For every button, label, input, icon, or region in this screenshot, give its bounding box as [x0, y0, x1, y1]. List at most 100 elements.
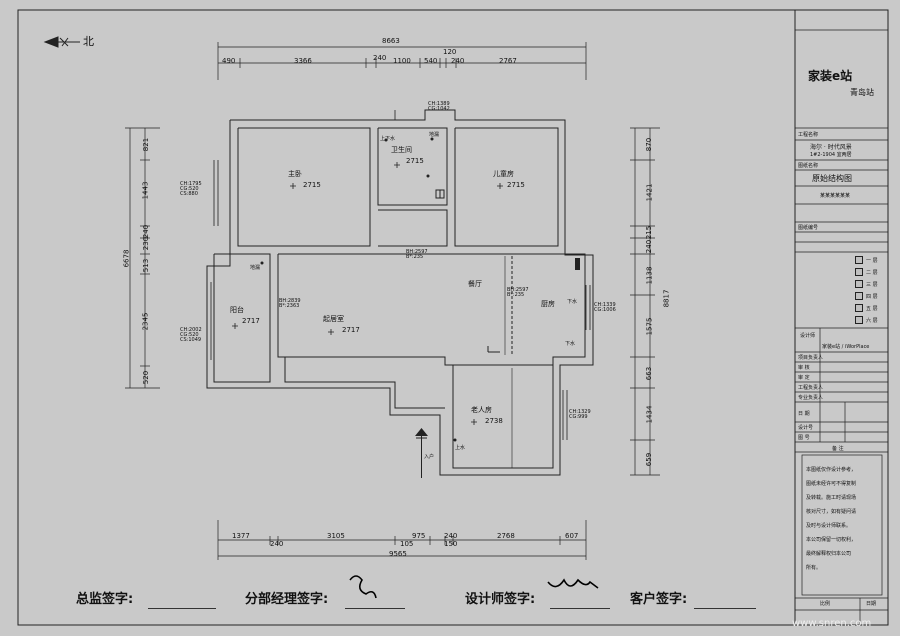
project-address: 1#2-1904 宜两居 [810, 152, 852, 158]
title-row: 审 定 [798, 375, 810, 381]
note-line: 本公司保留一切权利， [806, 537, 857, 543]
dim-right: 215 [645, 225, 654, 240]
sig-director-label: 总监签字: [76, 592, 134, 607]
company-logo: 家装e站 [808, 69, 853, 83]
title-block-lines [795, 29, 888, 625]
title-row: 项目负责人 [798, 355, 824, 361]
legend-box [855, 304, 863, 312]
code-label: 图纸编号 [798, 225, 819, 231]
room-kitchen: 厨房 [541, 300, 555, 308]
manager-signature [349, 575, 377, 599]
north-label: 北 [83, 35, 94, 48]
sig-client-line [694, 608, 756, 609]
dim-top: 1100 [393, 57, 411, 65]
height-markers [232, 162, 503, 425]
dimension-lines [125, 42, 660, 560]
drawing-label: 图纸名称 [798, 163, 819, 169]
scale-note: 某某某某某某 [820, 193, 851, 199]
dim-left-total: 6678 [122, 249, 131, 268]
legend-box [855, 292, 863, 300]
height-kids: 2715 [507, 181, 525, 189]
note-entrance: 入户 [424, 454, 435, 460]
note-line: 所有。 [806, 565, 822, 571]
note-window-master: CH:1795 CG:520 CS:880 [180, 181, 202, 197]
room-balcony: 阳台 [230, 306, 244, 314]
height-bath: 2715 [406, 157, 424, 165]
dim-left: 513 [142, 258, 151, 273]
note-line: 本图纸仅作设计参考， [806, 467, 857, 473]
sig-manager-line [345, 608, 405, 609]
dim-top: 490 [222, 57, 236, 65]
dim-bottom: 2768 [497, 532, 515, 540]
note-title: 备 注 [832, 446, 844, 452]
note-line: 图纸未经许可不得复制 [806, 481, 857, 487]
dim-bottom: 3105 [327, 532, 345, 540]
note-window-elder: CH:1329 CG:999 [569, 409, 591, 420]
note-down-water-kitchen: 下水 [567, 299, 578, 305]
dim-right: 1434 [645, 405, 654, 424]
legend-item: 四 层 [866, 294, 878, 300]
title-row: 设计号 [798, 425, 814, 431]
company-logo-sub: 青岛站 [850, 88, 874, 97]
legend-box [855, 256, 863, 264]
company-name: 家装e站 / iWorPlace [822, 344, 870, 350]
footer-cell: 比例 [820, 601, 831, 607]
project-label: 工程名称 [798, 132, 819, 138]
footer-cell: 日期 [866, 601, 877, 607]
sig-client-label: 客户签字: [630, 592, 688, 607]
design-label: 设计师 [800, 333, 816, 339]
height-balcony: 2717 [242, 317, 260, 325]
dim-top: 540 [424, 57, 438, 65]
note-beam-2: BH:2597 B*:235 [507, 287, 529, 298]
room-kids: 儿童房 [493, 170, 514, 178]
dim-top: 240 [373, 54, 387, 62]
kitchen-fixture [575, 258, 580, 270]
dim-bottom: 1377 [232, 532, 250, 540]
sig-manager-label: 分部经理签字: [245, 592, 329, 607]
note-window-bath: CH:1389 CG:1042 [428, 101, 450, 112]
note-line: 最终解释权归本公司 [806, 551, 852, 557]
dim-right: 659 [645, 452, 654, 467]
dim-left: 520 [142, 370, 151, 385]
room-elder: 老人房 [471, 406, 492, 414]
legend-item: 六 层 [866, 318, 878, 324]
note-floor-drain-balcony: 地漏 [250, 265, 261, 271]
legend-box [855, 268, 863, 276]
legend-item: 二 层 [866, 270, 878, 276]
note-window-balcony: CH:2002 CG:520 CS:1049 [180, 327, 202, 343]
legend-box [855, 316, 863, 324]
legend-item: 三 层 [866, 282, 878, 288]
sig-designer-label: 设计师签字: [465, 592, 536, 607]
height-elder: 2738 [485, 417, 503, 425]
dim-bottom: 240 [270, 540, 284, 548]
room-dining: 餐厅 [468, 280, 482, 288]
height-living: 2717 [342, 326, 360, 334]
note-beam-3: BH:2839 B*:2363 [279, 298, 301, 309]
title-row: 图 号 [798, 435, 810, 441]
legend-item: 五 层 [866, 306, 878, 312]
dim-right-total: 8817 [662, 289, 671, 308]
title-row: 工程负责人 [798, 385, 824, 391]
dim-bottom: 240 [444, 532, 458, 540]
note-line: 及转载。施工时请现场 [806, 495, 857, 501]
dim-left: 821 [142, 137, 151, 152]
sig-designer-line [550, 608, 610, 609]
walls [206, 109, 594, 476]
project-name: 海尔 · 时代风景 [810, 144, 852, 151]
dim-bottom-sub: 105 [400, 540, 414, 548]
dim-right: 870 [645, 137, 654, 152]
dim-top: 3366 [294, 57, 312, 65]
dim-right: 1138 [645, 266, 654, 285]
dim-top-total: 8663 [382, 37, 400, 45]
legend-box [855, 280, 863, 288]
dim-right: 663 [645, 366, 654, 381]
north-arrow [43, 36, 80, 48]
watermark: www.snren.com [792, 618, 872, 629]
note-floor-drain-bath: 地漏 [429, 132, 440, 138]
dim-bottom: 975 [412, 532, 426, 540]
dim-right: 1421 [645, 183, 654, 202]
legend-item: 一 层 [866, 258, 878, 264]
title-row: 专业负责人 [798, 395, 824, 401]
dim-right: 1575 [645, 317, 654, 336]
